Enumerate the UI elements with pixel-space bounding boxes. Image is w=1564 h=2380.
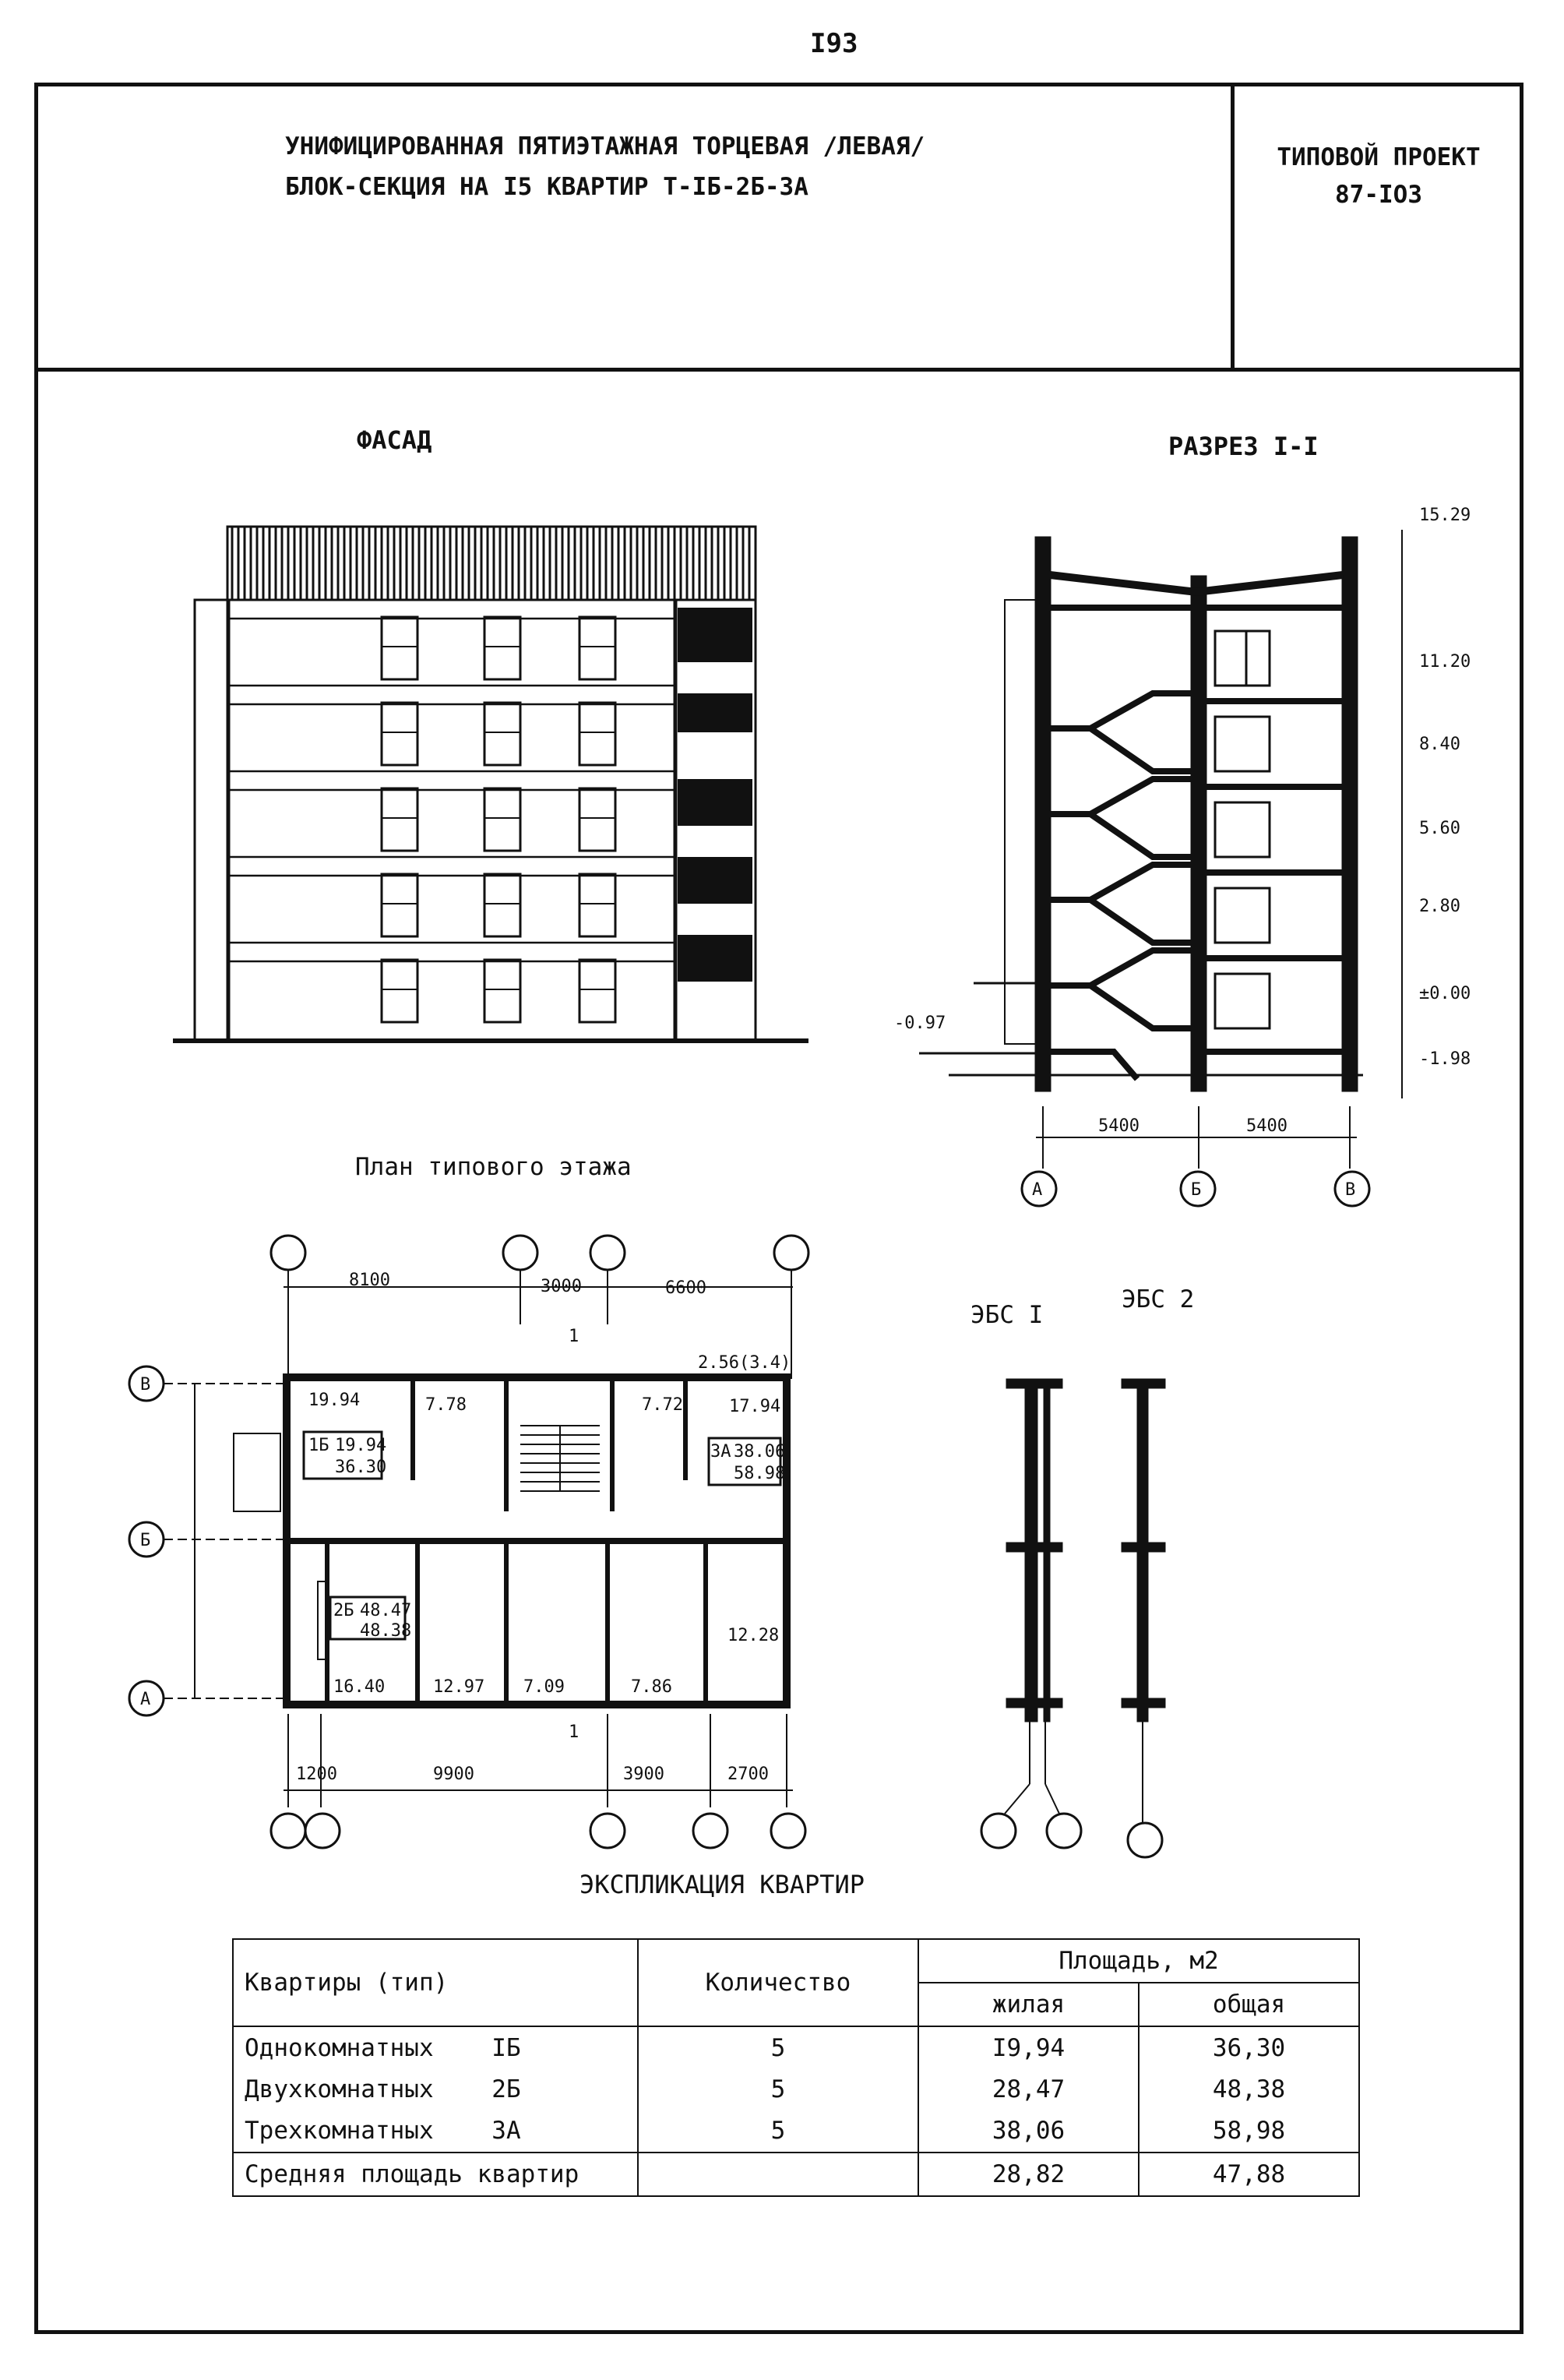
apt-1b-type: 1Б <box>308 1436 329 1455</box>
plan-dim-top-3: 6600 <box>665 1278 706 1298</box>
level-2-80: 2.80 <box>1419 897 1460 916</box>
ebs2-label: ЭБС 2 <box>1122 1285 1195 1313</box>
title-line-1: УНИФИЦИРОВАННАЯ ПЯТИЭТАЖНАЯ ТОРЦЕВАЯ /ЛЕ… <box>285 132 925 160</box>
row-count: 5 <box>637 2068 919 2110</box>
col-total-header: общая <box>1138 1981 1360 2027</box>
facade-drawing <box>173 525 808 1043</box>
plan-dim-top-2: 3000 <box>541 1277 582 1296</box>
room-7-78: 7.78 <box>425 1395 467 1415</box>
header-stamp-divider <box>1231 83 1235 371</box>
table-row: Двухкомнатных 2Б <box>232 2068 639 2110</box>
row-total: 36,30 <box>1138 2026 1360 2069</box>
plan-dim-bottom-4: 2700 <box>727 1765 769 1784</box>
plan-dim-bottom-2: 9900 <box>433 1765 474 1784</box>
plan-caption: План типового этажа <box>355 1153 632 1181</box>
plan-dim-bottom-3: 3900 <box>623 1765 664 1784</box>
room-7-72: 7.72 <box>642 1395 683 1415</box>
row-name: Трехкомнатных <box>245 2117 434 2146</box>
average-total: 47,88 <box>1138 2152 1360 2197</box>
row-living: 28,47 <box>918 2068 1140 2110</box>
plan-drawing <box>128 1234 810 1849</box>
row-name: Двухкомнатных <box>245 2075 434 2103</box>
ebs-drawing <box>980 1378 1166 1859</box>
level-15-29: 15.29 <box>1419 506 1471 525</box>
plan-axis-b: Б <box>140 1531 150 1550</box>
apt-1b-living: 19.94 <box>335 1436 386 1455</box>
section-mark-top: 1 <box>569 1327 579 1346</box>
section-mark-bottom: 1 <box>569 1722 579 1742</box>
room-7-09: 7.09 <box>523 1677 565 1697</box>
plan-dim-bottom-1: 1200 <box>296 1765 337 1784</box>
row-total: 58,98 <box>1138 2110 1360 2153</box>
row-name: Однокомнатных <box>245 2033 434 2062</box>
apt-2b-living: 48.47 <box>360 1601 411 1620</box>
explication-caption: ЭКСПЛИКАЦИЯ КВАРТИР <box>579 1870 865 1899</box>
room-12-97: 12.97 <box>433 1677 484 1697</box>
apt-2b-total: 48.38 <box>360 1621 411 1641</box>
facade-caption: ФАСАД <box>357 425 432 455</box>
section-axis-v: В <box>1345 1180 1355 1200</box>
section-dim-2: 5400 <box>1246 1116 1287 1136</box>
table-row: Однокомнатных IБ <box>232 2026 639 2069</box>
table-row: Трехкомнатных 3А <box>232 2110 639 2153</box>
row-total: 48,38 <box>1138 2068 1360 2110</box>
level-minus-1-98: -1.98 <box>1419 1049 1471 1069</box>
title-line-2: БЛОК-СЕКЦИЯ НА I5 КВАРТИР Т-IБ-2Б-3А <box>285 173 808 201</box>
drawing-title: УНИФИЦИРОВАННАЯ ПЯТИЭТАЖНАЯ ТОРЦЕВАЯ /ЛЕ… <box>285 126 925 207</box>
apt-3a-total: 58.98 <box>734 1464 785 1483</box>
room-19-94: 19.94 <box>308 1391 360 1410</box>
level-0-00: ±0.00 <box>1419 984 1471 1003</box>
room-7-86: 7.86 <box>631 1677 672 1697</box>
apt-2b-type: 2Б <box>333 1601 354 1620</box>
plan-axis-v: В <box>140 1375 150 1395</box>
apt-1b-total: 36.30 <box>335 1458 386 1477</box>
row-type: 3А <box>491 2117 521 2146</box>
room-12-28: 12.28 <box>727 1626 779 1645</box>
apt-3a-living: 38.06 <box>734 1442 785 1461</box>
section-axis-b: Б <box>1191 1180 1201 1200</box>
row-count: 5 <box>637 2110 919 2153</box>
row-type: IБ <box>491 2033 521 2062</box>
apt-3a-type: 3А <box>710 1442 731 1461</box>
level-minus-0-97: -0.97 <box>894 1014 946 1033</box>
plan-dim-top-1: 8100 <box>349 1271 390 1290</box>
balcony-note: 2.56(3.4) <box>698 1353 791 1373</box>
project-line-2: 87-IO3 <box>1335 181 1422 209</box>
average-count <box>637 2152 919 2197</box>
section-dim-1: 5400 <box>1098 1116 1140 1136</box>
room-16-40: 16.40 <box>333 1677 385 1697</box>
explication-table: Квартиры (тип) Количество Площадь, м2 жи… <box>232 1938 1360 2197</box>
level-5-60: 5.60 <box>1419 819 1460 838</box>
col-type-header: Квартиры (тип) <box>232 1938 639 2027</box>
project-stamp: ТИПОВОЙ ПРОЕКТ 87-IO3 <box>1238 139 1519 213</box>
project-line-1: ТИПОВОЙ ПРОЕКТ <box>1277 143 1481 171</box>
row-count: 5 <box>637 2026 919 2069</box>
col-living-header: жилая <box>918 1981 1140 2027</box>
room-17-94: 17.94 <box>729 1397 780 1416</box>
col-count-header: Количество <box>637 1938 919 2027</box>
section-drawing <box>919 530 1403 1208</box>
plan-axis-a: А <box>140 1690 150 1709</box>
row-living: 38,06 <box>918 2110 1140 2153</box>
col-area-header: Площадь, м2 <box>918 1938 1360 1983</box>
header-divider <box>34 368 1523 372</box>
ebs1-label: ЭБС I <box>970 1301 1044 1329</box>
drawing-frame <box>34 83 1523 2334</box>
section-labels: 15.29 11.20 8.40 5.60 2.80 ±0.00 -1.98 -… <box>894 506 1471 1200</box>
level-11-20: 11.20 <box>1419 652 1471 672</box>
plan-labels: 8100 3000 6600 1200 9900 3900 2700 В Б А… <box>140 1271 791 1784</box>
row-type: 2Б <box>491 2075 521 2103</box>
average-label: Средняя площадь квартир <box>232 2152 639 2197</box>
page-number: I93 <box>810 28 858 59</box>
level-8-40: 8.40 <box>1419 735 1460 754</box>
section-axis-a: А <box>1032 1180 1042 1200</box>
row-living: I9,94 <box>918 2026 1140 2069</box>
section-caption: РАЗРЕЗ I-I <box>1168 432 1319 461</box>
average-living: 28,82 <box>918 2152 1140 2197</box>
